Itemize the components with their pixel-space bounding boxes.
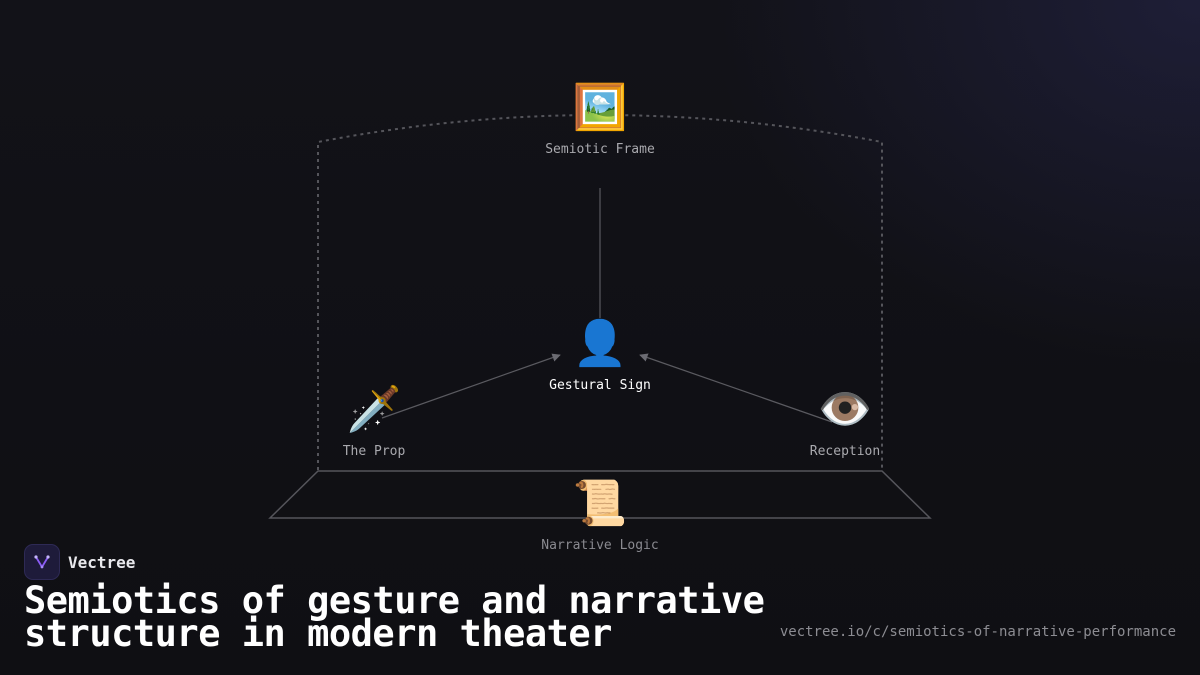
node-the-prop[interactable]: 🗡️ The Prop <box>343 384 406 459</box>
stage-floor <box>268 470 932 519</box>
brand[interactable]: Vectree <box>24 544 135 580</box>
page-url[interactable]: vectree.io/c/semiotics-of-narrative-perf… <box>779 624 1176 640</box>
person-silhouette-icon: 👤 <box>572 318 628 369</box>
node-reception[interactable]: 👁️ Reception <box>810 384 880 459</box>
scroll-icon: 📜 <box>572 478 628 529</box>
reception-to-sign-arrow <box>639 353 833 423</box>
node-label: The Prop <box>342 444 406 459</box>
eye-icon: 👁️ <box>817 384 873 435</box>
prop-to-sign-arrow <box>381 353 561 419</box>
proscenium-frame <box>317 114 883 470</box>
vectree-logo-icon <box>24 544 60 580</box>
framed-picture-icon: 🖼️ <box>572 82 628 133</box>
node-label: Gestural Sign <box>549 378 651 393</box>
node-label: Semiotic Frame <box>545 142 655 157</box>
brand-name: Vectree <box>68 552 136 572</box>
node-label: Narrative Logic <box>541 538 659 553</box>
node-gestural-sign[interactable]: 👤 Gestural Sign <box>549 318 651 393</box>
node-narrative-logic[interactable]: 📜 Narrative Logic <box>541 478 658 553</box>
dagger-icon: 🗡️ <box>346 384 402 435</box>
node-label: Reception <box>809 444 881 459</box>
node-semiotic-frame[interactable]: 🖼️ Semiotic Frame <box>545 82 655 157</box>
page-title: Semiotics of gesture and narrative struc… <box>24 579 765 655</box>
